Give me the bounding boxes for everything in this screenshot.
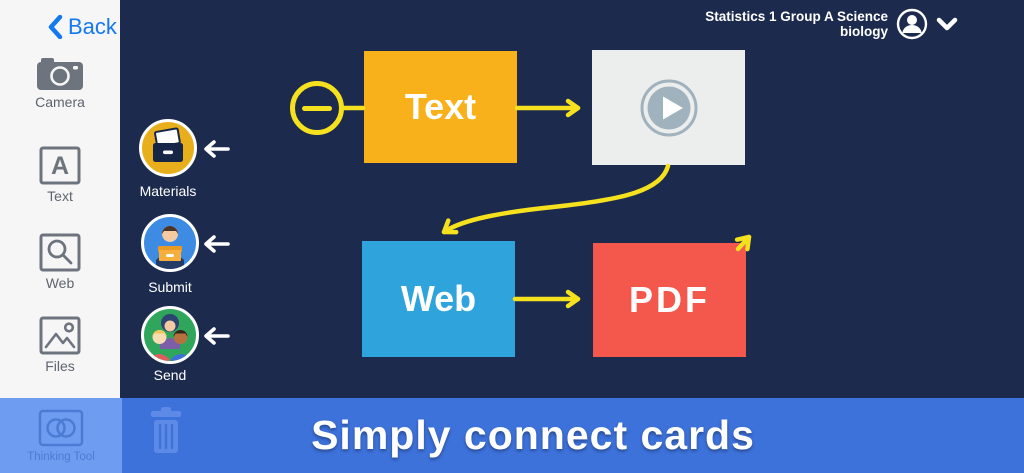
submit-student-icon [156, 226, 184, 269]
card-web[interactable]: Web [362, 241, 515, 357]
submit-shortcut-label: Submit [148, 279, 192, 295]
disconnect-minus-button[interactable] [290, 81, 344, 135]
sidebar-item-text[interactable]: A Text [0, 146, 120, 204]
web-search-icon [39, 233, 81, 272]
materials-shortcut-label: Materials [139, 183, 197, 199]
card-canvas[interactable] [120, 0, 1024, 398]
svg-text:A: A [51, 152, 69, 180]
thinking-tool-button[interactable]: Thinking Tool [0, 398, 122, 473]
card-pdf[interactable]: PDF [593, 243, 746, 357]
minus-icon [302, 105, 332, 111]
sidebar-item-label: Web [45, 275, 75, 291]
sidebar-item-label: Files [45, 358, 75, 374]
bottom-bar: Thinking Tool Simply connect cards [0, 398, 1024, 473]
materials-shortcut[interactable] [139, 119, 197, 177]
arrow-left-icon [200, 326, 230, 351]
send-shortcut-label: Send [153, 367, 187, 383]
sidebar-item-label: Camera [35, 94, 85, 110]
text-tool-icon: A [39, 146, 81, 185]
sidebar: Back Camera A Text [0, 0, 120, 398]
files-icon [39, 316, 81, 355]
group-name: Statistics 1 Group A Science biology [705, 9, 888, 39]
card-text[interactable]: Text [364, 51, 517, 163]
back-button[interactable]: Back [48, 14, 117, 40]
camera-icon [36, 58, 84, 91]
card-pdf-label: PDF [629, 279, 710, 320]
card-video[interactable] [592, 50, 745, 165]
back-chevron-icon [48, 15, 63, 39]
sidebar-item-camera[interactable]: Camera [0, 58, 120, 110]
card-web-label: Web [400, 278, 477, 319]
send-shortcut[interactable] [141, 306, 199, 364]
submit-shortcut[interactable] [141, 214, 199, 272]
trash-icon[interactable] [146, 407, 186, 460]
chevron-down-icon[interactable] [936, 17, 958, 31]
sidebar-item-files[interactable]: Files [0, 316, 120, 374]
arrow-left-icon [200, 139, 230, 164]
tutorial-caption: Simply connect cards [311, 412, 755, 458]
thinking-tool-icon [38, 409, 84, 449]
send-students-icon [149, 314, 191, 361]
arrow-left-icon [200, 234, 230, 259]
play-icon [638, 77, 700, 139]
sidebar-item-web[interactable]: Web [0, 233, 120, 291]
account-area: Statistics 1 Group A Science biology [705, 8, 958, 40]
user-avatar-icon[interactable] [896, 8, 928, 40]
card-text-label: Text [404, 86, 477, 127]
thinking-tool-label: Thinking Tool [27, 450, 95, 463]
materials-tray-icon [153, 127, 183, 162]
sidebar-item-label: Text [47, 188, 73, 204]
back-label: Back [68, 14, 117, 39]
